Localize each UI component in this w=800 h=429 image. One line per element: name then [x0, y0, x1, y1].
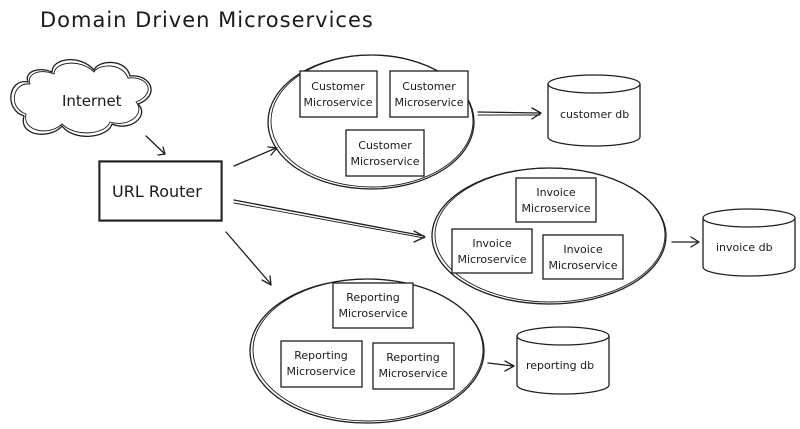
diagram-title: Domain Driven Microservices	[40, 8, 374, 32]
invoice-microservice-line1: Invoice	[472, 237, 512, 250]
invoice-db: invoice db	[702, 208, 796, 277]
customer-microservice-line1: Customer	[358, 139, 412, 152]
invoice-microservice-line2: Microservice	[457, 253, 526, 266]
arrow-internet-to-router	[145, 135, 166, 156]
arrow-router-to-reporting	[225, 231, 272, 286]
arrow-invoice-to-db	[671, 236, 700, 248]
invoice-db-label: invoice db	[716, 241, 773, 254]
arrow-reporting-to-db	[487, 360, 515, 372]
invoice-microservice-box: Invoice Microservice	[451, 228, 533, 274]
arrow-customer-to-db	[477, 107, 542, 120]
customer-domain: Customer Microservice Customer Microserv…	[267, 54, 475, 190]
reporting-microservice-line2: Microservice	[286, 365, 355, 378]
customer-microservice-line1: Customer	[311, 80, 365, 93]
invoice-microservice-box: Invoice Microservice	[515, 177, 597, 223]
invoice-microservice-line1: Invoice	[563, 243, 603, 256]
reporting-microservice-line2: Microservice	[378, 367, 447, 380]
customer-microservice-line2: Microservice	[350, 155, 419, 168]
url-router-label: URL Router	[112, 182, 202, 201]
customer-db-label: customer db	[560, 108, 629, 121]
internet-cloud: Internet	[10, 59, 152, 138]
reporting-microservice-line1: Reporting	[294, 349, 347, 362]
arrow-router-to-customer	[233, 146, 278, 167]
reporting-microservice-line1: Reporting	[386, 351, 439, 364]
reporting-domain: Reporting Microservice Reporting Microse…	[249, 278, 485, 424]
invoice-domain: Invoice Microservice Invoice Microservic…	[431, 167, 667, 305]
reporting-microservice-box: Reporting Microservice	[332, 282, 414, 329]
invoice-microservice-box: Invoice Microservice	[542, 234, 624, 280]
customer-microservice-line1: Customer	[402, 80, 456, 93]
customer-microservice-line2: Microservice	[394, 96, 463, 109]
customer-microservice-box: Customer Microservice	[345, 129, 425, 177]
invoice-microservice-line1: Invoice	[536, 186, 576, 199]
customer-microservice-line2: Microservice	[303, 96, 372, 109]
reporting-db: reporting db	[516, 326, 610, 395]
invoice-microservice-line2: Microservice	[521, 202, 590, 215]
arrow-router-to-invoice	[233, 199, 426, 243]
reporting-db-label: reporting db	[526, 359, 594, 372]
customer-microservice-box: Customer Microservice	[389, 70, 469, 118]
reporting-microservice-box: Reporting Microservice	[280, 340, 363, 388]
reporting-microservice-line1: Reporting	[346, 291, 399, 304]
internet-label: Internet	[62, 92, 122, 110]
invoice-microservice-line2: Microservice	[548, 259, 617, 272]
url-router: URL Router	[98, 160, 223, 222]
reporting-microservice-line2: Microservice	[338, 307, 407, 320]
reporting-microservice-box: Reporting Microservice	[372, 342, 455, 390]
customer-microservice-box: Customer Microservice	[299, 70, 378, 118]
customer-db: customer db	[547, 74, 641, 147]
